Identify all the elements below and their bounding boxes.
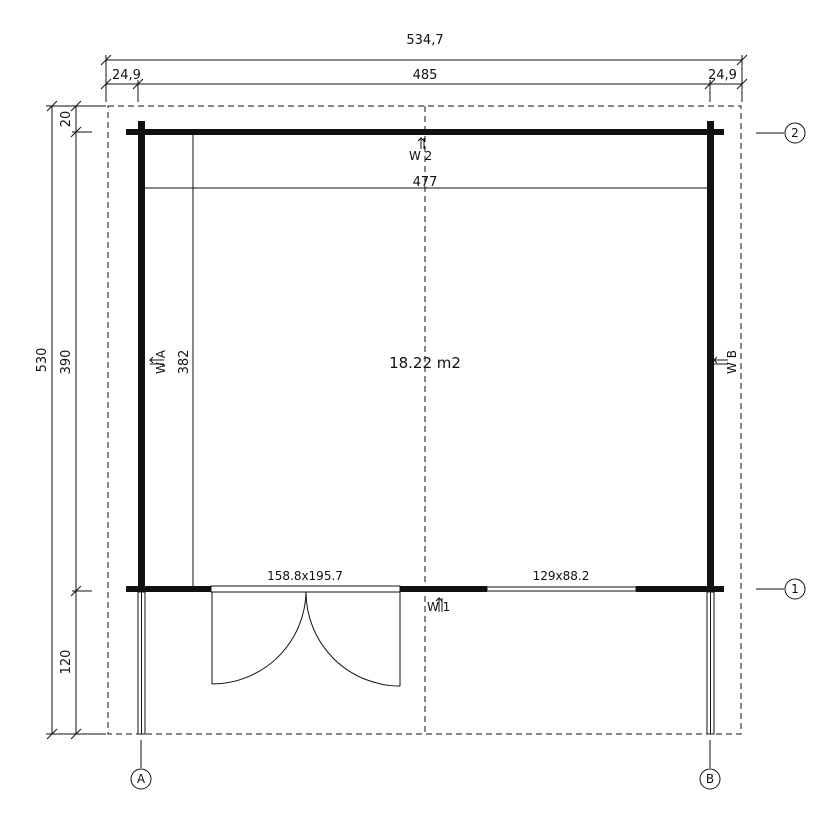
svg-text:1: 1 (791, 582, 799, 596)
interior-dimensions (145, 135, 707, 586)
room-area: 18.22 m2 (389, 354, 461, 372)
svg-text:A: A (137, 772, 146, 786)
axis-circle (130, 768, 152, 790)
walls (126, 121, 724, 592)
axis-marker-back: 2 (756, 122, 806, 144)
wall-marker-left: W A (148, 349, 168, 374)
porch-posts (137, 591, 715, 735)
svg-text:2: 2 (791, 126, 799, 140)
axis-circle (784, 578, 806, 600)
wall-marker-back: W 2 (409, 136, 432, 163)
dim-left-overhang: 24,9 (112, 68, 141, 83)
front-wall-left (126, 586, 211, 592)
arrow-up-icon (417, 136, 425, 149)
arrow-left-icon (712, 356, 728, 365)
axis-marker-left: A (130, 740, 152, 790)
axis-marker-front: 1 (756, 578, 806, 600)
arrow-left-icon (148, 356, 164, 365)
axis-circle (699, 768, 721, 790)
window-size-label: 129x88.2 (533, 569, 590, 583)
door-opening (210, 585, 401, 593)
back-wall (126, 129, 724, 135)
dim-right-overhang: 24,9 (708, 68, 737, 83)
dim-porch-depth: 120 (59, 650, 74, 675)
wall-marker-right: W B (712, 350, 739, 374)
svg-text:W 2: W 2 (409, 149, 432, 163)
dim-inner-depth: 382 (177, 350, 192, 375)
door-size-label: 158.8x195.7 (267, 569, 343, 583)
dim-room-depth: 390 (59, 350, 74, 375)
dim-wall-span: 485 (413, 68, 438, 83)
svg-text:W A: W A (154, 349, 168, 374)
front-wall-right (636, 586, 724, 592)
left-wall (138, 121, 145, 591)
svg-text:B: B (706, 772, 714, 786)
dim-top-overhang: 20 (59, 111, 74, 128)
wall-marker-front: W 1 (427, 596, 450, 614)
arrow-up-icon (435, 596, 443, 612)
svg-text:W 1: W 1 (427, 600, 450, 614)
door-swing (211, 591, 401, 687)
dim-inner-width: 477 (413, 175, 438, 190)
axis-marker-right: B (699, 740, 721, 790)
svg-text:W B: W B (725, 350, 739, 374)
top-dimensions (100, 54, 748, 102)
dim-total-width: 534,7 (406, 33, 443, 48)
left-dimensions (46, 100, 106, 740)
axis-circle (784, 122, 806, 144)
front-wall-mid (400, 586, 487, 592)
window-opening (486, 586, 637, 592)
dim-total-depth: 530 (35, 348, 50, 373)
right-wall (707, 121, 714, 591)
